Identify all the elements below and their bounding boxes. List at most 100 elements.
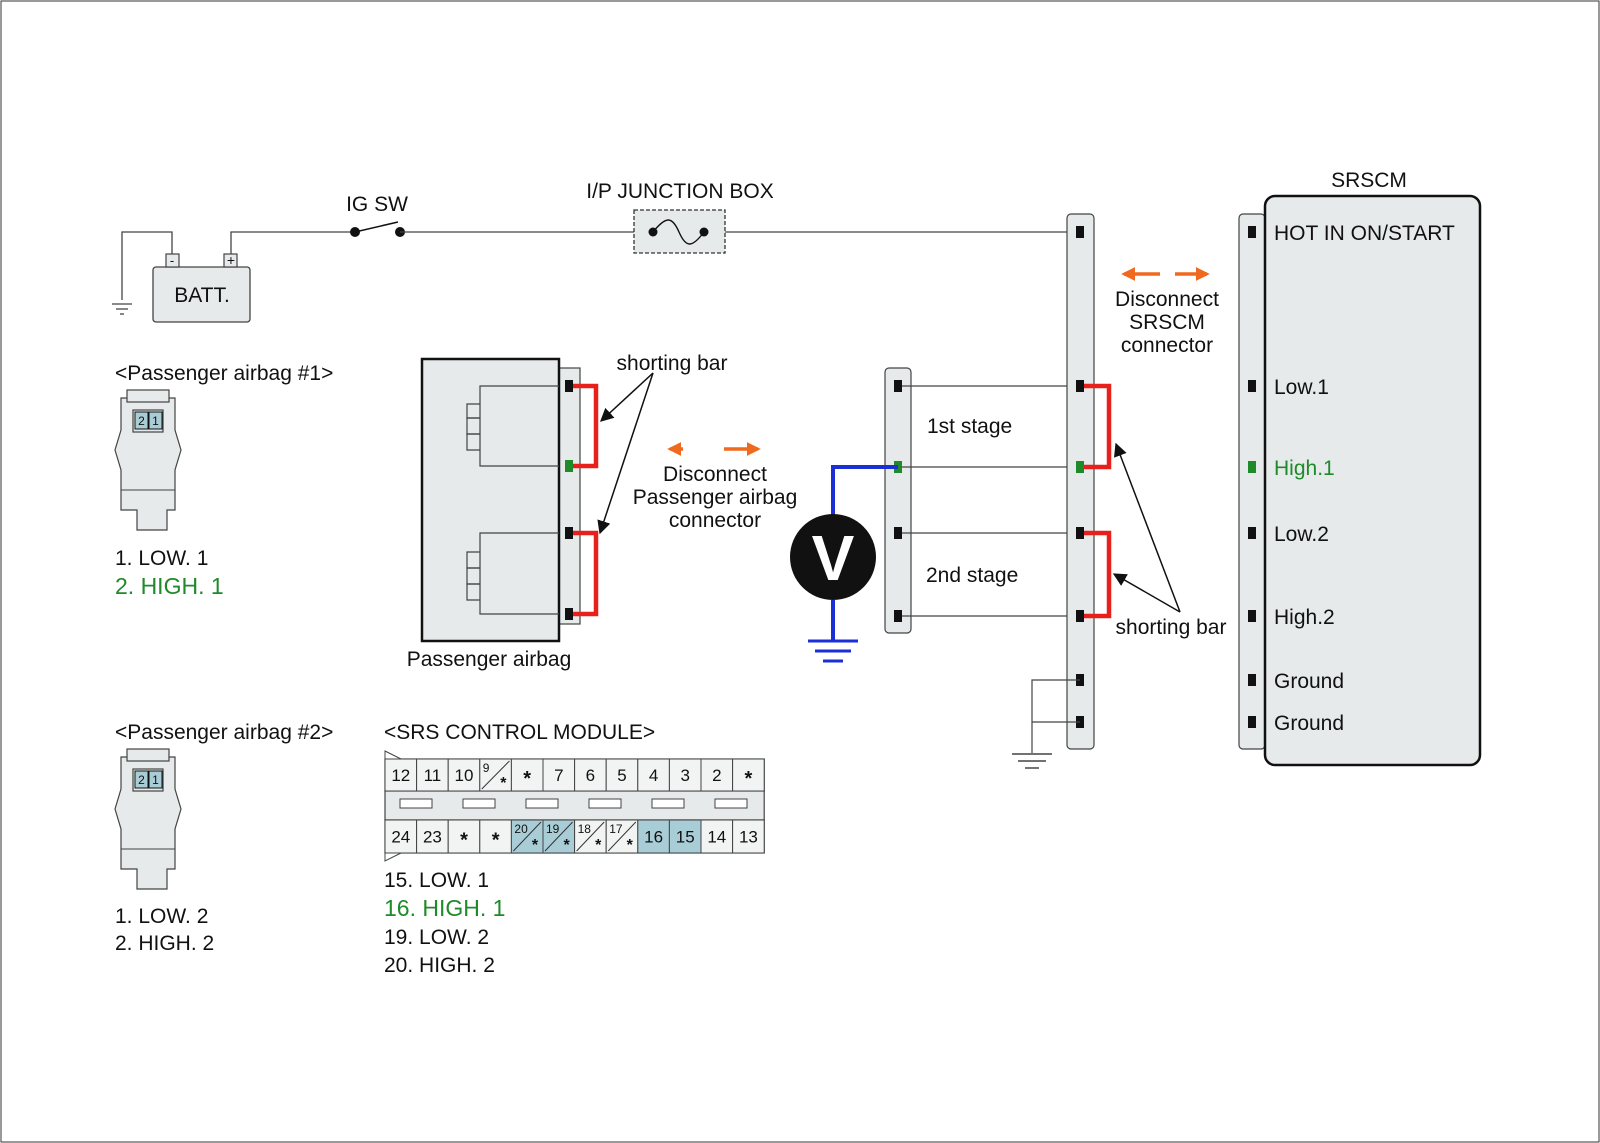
passenger-airbag <box>420 357 654 643</box>
disconnect-srscm-label-3: connector <box>1121 334 1213 357</box>
harness-shorting-bar-lower <box>1084 530 1112 619</box>
passenger-airbag-label: Passenger airbag <box>407 648 572 671</box>
connector-cell-number: 19 <box>546 822 560 836</box>
connector-pin-number: 2 <box>138 414 145 428</box>
pin-list-item: 16. HIGH. 1 <box>384 895 505 921</box>
pin-list-item: 2. HIGH. 1 <box>115 573 224 599</box>
srs-module-title: <SRS CONTROL MODULE> <box>384 721 655 744</box>
battery-plus-sign: + <box>227 252 235 268</box>
connector-cell-number: 17 <box>609 822 623 836</box>
connector-cell-star: * <box>492 830 500 852</box>
ground-icon <box>112 303 132 315</box>
connector-cell-star: * <box>595 837 602 854</box>
connector-cell-star: * <box>563 837 570 854</box>
disconnect-airbag-label-3: connector <box>669 509 761 532</box>
connector-cell: 16 <box>637 819 670 854</box>
connector-cell: 10 <box>447 758 481 792</box>
connector-cell-star: * <box>523 768 531 790</box>
fuse-icon <box>633 209 726 254</box>
stage2-label: 2nd stage <box>926 564 1018 587</box>
connector-cell: 7 <box>542 758 576 792</box>
battery-icon <box>152 253 251 323</box>
connector-cell: 12 <box>384 758 418 792</box>
srscm-pin-labels: HOT IN ON/STARTLow.1High.1Low.2High.2Gro… <box>1274 222 1455 735</box>
battery-label: BATT. <box>174 284 230 307</box>
shorting-bar-upper <box>573 383 599 469</box>
connector-cell: * <box>479 819 512 854</box>
connector-cell-number: 13 <box>739 828 758 847</box>
stage1-label: 1st stage <box>927 415 1012 438</box>
disconnect-srscm-label-1: Disconnect <box>1115 288 1219 311</box>
connector-cell: 5 <box>605 758 639 792</box>
disconnect-srscm-label-2: SRSCM <box>1129 311 1205 334</box>
connector-cell: 13 <box>732 819 765 854</box>
connector-cell: 6 <box>574 758 607 792</box>
connector-cell-star: * <box>627 837 634 854</box>
airbag2-title: <Passenger airbag #2> <box>115 721 333 744</box>
pin-list-item: 2. HIGH. 2 <box>115 932 214 955</box>
connector-cell-number: 15 <box>676 828 695 847</box>
connector-cell-number: 3 <box>680 766 689 785</box>
connector-cell-number: 12 <box>391 766 410 785</box>
connector-cell-number: 23 <box>423 828 442 847</box>
connector-pin-number: 1 <box>152 773 159 787</box>
voltmeter-label: V <box>812 522 855 594</box>
connector-cell-number: 6 <box>586 766 595 785</box>
srscm-pin-label: Ground <box>1274 670 1344 693</box>
airbag2-pin-list: 1. LOW. 2 2. HIGH. 2 <box>115 905 214 955</box>
connector-cell-number: 9 <box>483 761 490 775</box>
srscm-module[interactable] <box>1238 194 1482 767</box>
connector-cell-number: 10 <box>455 766 474 785</box>
airbag1-title: <Passenger airbag #1> <box>115 362 333 385</box>
connector-cell-number: 24 <box>391 828 410 847</box>
power-circuit: - + BATT. IG SW I/P JUNCTION BOX <box>112 180 1080 323</box>
harness-shorting-bar-upper <box>1084 383 1112 470</box>
ig-switch-label: IG SW <box>346 193 408 216</box>
voltmeter-icon[interactable]: V <box>790 514 876 600</box>
junction-box-label: I/P JUNCTION BOX <box>586 180 773 203</box>
connector-cell-number: 4 <box>649 766 658 785</box>
connector-pin-number: 1 <box>152 414 159 428</box>
srscm-harness-connector <box>1031 213 1112 753</box>
ground-icon <box>808 639 858 663</box>
connector-cell: 11 <box>416 758 449 792</box>
connector-cell: 23 <box>416 819 449 854</box>
pin-list-item: 15. LOW. 1 <box>384 869 489 892</box>
connector-cell-star: * <box>745 768 753 790</box>
airbag1-pin-list: 1. LOW. 12. HIGH. 1 <box>115 547 224 599</box>
connector-cell: * <box>732 758 765 792</box>
connector-cell-number: 11 <box>424 766 442 785</box>
connector-cell: 4 <box>637 758 670 792</box>
connector-cell: 17 * <box>605 819 639 854</box>
harness-shorting-bar-label: shorting bar <box>1116 616 1227 639</box>
connector-cell: * <box>447 819 481 854</box>
srscm-pin-label: Low.1 <box>1274 376 1329 399</box>
ground-icon <box>1012 753 1052 769</box>
connector-cell: 18* <box>574 819 607 854</box>
connector-cell-number: 20 <box>514 822 528 836</box>
connector-cell-number: 7 <box>554 766 563 785</box>
srs-module-pin-list: 15. LOW. 116. HIGH. 119. LOW. 220. HIGH.… <box>384 869 505 977</box>
connector-cell-number: 14 <box>707 828 726 847</box>
connector-cell: * <box>510 758 544 792</box>
connector-cell: 19* <box>542 819 576 854</box>
connector-cell: 24 <box>384 819 418 854</box>
connector-cell-number: 18 <box>578 822 592 836</box>
connector-cell: 15 <box>668 819 702 854</box>
srscm-pin-label: Low.2 <box>1274 523 1329 546</box>
airbag-body[interactable] <box>420 357 561 643</box>
middle-connector <box>884 367 1080 634</box>
connector-cell: 9* <box>479 758 512 792</box>
battery-minus-sign: - <box>170 253 174 268</box>
probe-wire-positive <box>831 465 898 520</box>
connector-cell: 20* <box>510 819 544 854</box>
pin-list-item: 19. LOW. 2 <box>384 926 489 949</box>
connector-cell-star: * <box>460 830 468 852</box>
pin-list-item: 1. LOW. 2 <box>115 905 208 928</box>
connector-cell-number: 16 <box>644 828 663 847</box>
connector-cell-star: * <box>500 775 507 792</box>
srscm-pin-label: HOT IN ON/START <box>1274 222 1455 245</box>
